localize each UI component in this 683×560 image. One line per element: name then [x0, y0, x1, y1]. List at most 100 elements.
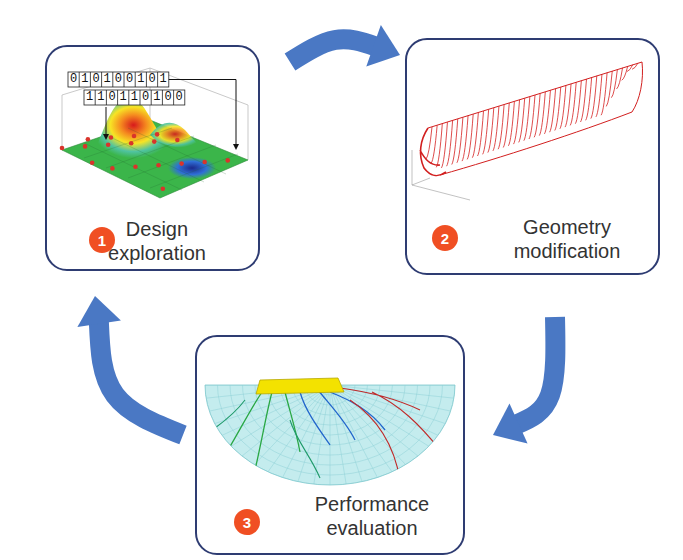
hull-station [581, 79, 587, 122]
sample-point [133, 164, 138, 169]
grid-line [218, 295, 443, 475]
grid-line [330, 385, 459, 399]
sample-point [156, 163, 161, 168]
sample-point [106, 142, 111, 147]
cycle-arrow [290, 25, 400, 67]
hull-station [493, 106, 499, 151]
arrow-head [77, 296, 121, 327]
hull-station [508, 101, 514, 145]
sample-point [110, 166, 115, 171]
hull-station [457, 117, 463, 162]
step-label: Geometry modification [482, 215, 652, 263]
hull-station [462, 116, 468, 161]
hull-station [514, 100, 520, 144]
hull-station [498, 105, 504, 150]
hull-keel [440, 62, 643, 175]
grid-line [330, 385, 443, 438]
arrow-head [366, 25, 400, 67]
hull-station [472, 113, 478, 158]
grid-line [330, 385, 380, 482]
arrow-shaft [99, 322, 183, 435]
step-number: 1 [89, 227, 115, 253]
step-number-text: 2 [441, 231, 449, 246]
wave-grid [200, 285, 460, 490]
hull-station [503, 103, 509, 148]
surface-plane [62, 120, 248, 198]
sample-points [60, 132, 230, 191]
hull-station [575, 81, 581, 124]
leader-head [233, 144, 239, 150]
leader-head [103, 134, 109, 140]
sample-point [202, 160, 207, 165]
arrow-shaft [517, 317, 556, 424]
sample-point [225, 158, 230, 163]
leader-line [106, 107, 107, 135]
hull-station [534, 93, 540, 137]
grid-line [205, 285, 455, 485]
hull-station [611, 69, 617, 97]
hull-sheer [428, 62, 642, 128]
step-number-text: 1 [98, 233, 106, 248]
sample-point [152, 139, 157, 144]
hull-station [519, 98, 525, 142]
grid-line [230, 305, 430, 465]
grid-line [330, 385, 331, 490]
surface-mesh [84, 128, 238, 190]
hull-station [570, 82, 576, 125]
grid-line [330, 385, 364, 486]
hull-stern [420, 128, 446, 175]
hull-station [606, 71, 612, 106]
sample-point [129, 141, 134, 146]
sample-point [86, 137, 91, 142]
sample-point [175, 138, 180, 143]
step-number: 3 [234, 509, 260, 535]
hull-station [431, 125, 437, 163]
sample-point [179, 161, 184, 166]
hull-station [488, 108, 494, 153]
hull-station [565, 84, 571, 127]
hull-station [560, 85, 566, 128]
surface-plot [60, 68, 248, 198]
cycle-arrow [77, 296, 183, 435]
sample-point [60, 146, 65, 151]
hull-station [591, 76, 597, 119]
grid-line [330, 385, 460, 386]
binary-string: 010100101 [68, 72, 171, 87]
hull-station [478, 111, 484, 156]
leader-line [236, 80, 237, 146]
hull-station [539, 92, 545, 136]
hull-station [544, 90, 550, 134]
hull-station [452, 119, 458, 165]
hull-station [586, 77, 592, 120]
sample-point [83, 144, 88, 149]
hull-stations [426, 63, 638, 168]
step-number: 2 [432, 225, 458, 251]
sample-point [109, 135, 114, 140]
process-box: Performance evaluation 3 [195, 335, 465, 555]
leader-line [169, 79, 236, 80]
step-label: Performance evaluation [287, 492, 457, 540]
hull-station [441, 122, 447, 168]
grid-line [238, 385, 330, 459]
arrow-head [493, 403, 528, 443]
grid-line [330, 385, 347, 489]
hull-station [447, 121, 453, 167]
grid-line [255, 325, 405, 445]
hull-station [483, 109, 489, 154]
contour [340, 388, 440, 480]
sample-point [155, 132, 160, 137]
hull-station [617, 68, 623, 89]
wave-field [200, 285, 460, 490]
contour [228, 392, 300, 470]
ship-hull [256, 378, 344, 394]
step-number-text: 3 [243, 515, 251, 530]
contour [215, 400, 320, 478]
sample-point [90, 160, 95, 165]
hull-station [436, 124, 442, 168]
wave-contours [215, 388, 440, 480]
binary-string: 110110100 [84, 90, 187, 105]
hull-station [601, 73, 607, 116]
grid-line [296, 385, 330, 486]
hull-station [529, 95, 535, 139]
